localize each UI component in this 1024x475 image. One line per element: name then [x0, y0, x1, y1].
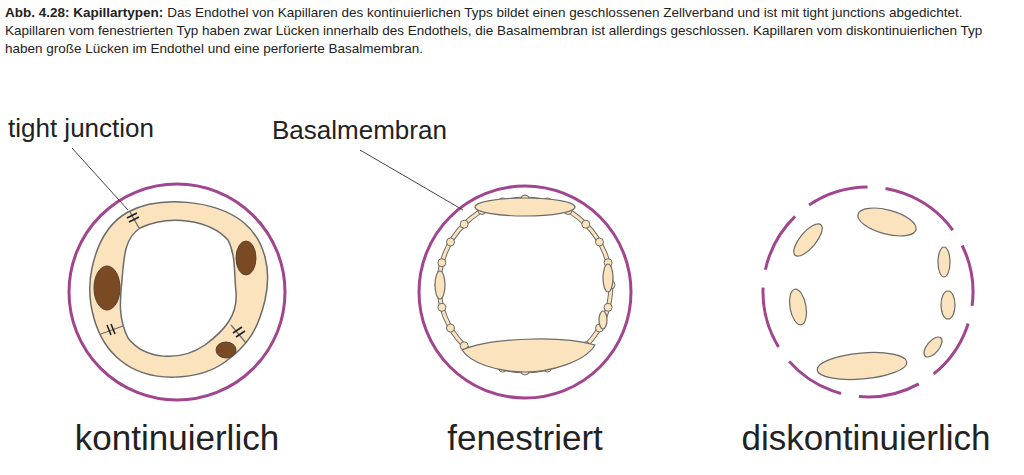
fenestra-bead: [447, 324, 455, 332]
part-label: Basalmembran: [270, 116, 449, 146]
fenestra-bead: [604, 303, 612, 311]
type-label: diskontinuierlich: [739, 418, 992, 458]
fenestra-bead: [447, 238, 455, 246]
fenestra-bead: [460, 220, 468, 228]
type-label: fenestriert: [445, 418, 605, 458]
figure-title: Abb. 4.28: Kapillartypen:: [5, 5, 163, 20]
continuous-capillary: [69, 148, 285, 400]
type-label: kontinuierlich: [73, 418, 281, 458]
fenestra-bead: [582, 220, 590, 228]
part-label: tight junction: [6, 114, 156, 144]
fenestra-bead: [438, 303, 446, 311]
discontinuous-capillary: [733, 157, 1002, 426]
fenestrated-capillary: [360, 150, 631, 398]
figure-caption: Abb. 4.28: Kapillartypen:Das Endothel vo…: [5, 4, 1017, 58]
fenestra-bead: [596, 238, 604, 246]
fenestra-bead: [438, 259, 446, 267]
